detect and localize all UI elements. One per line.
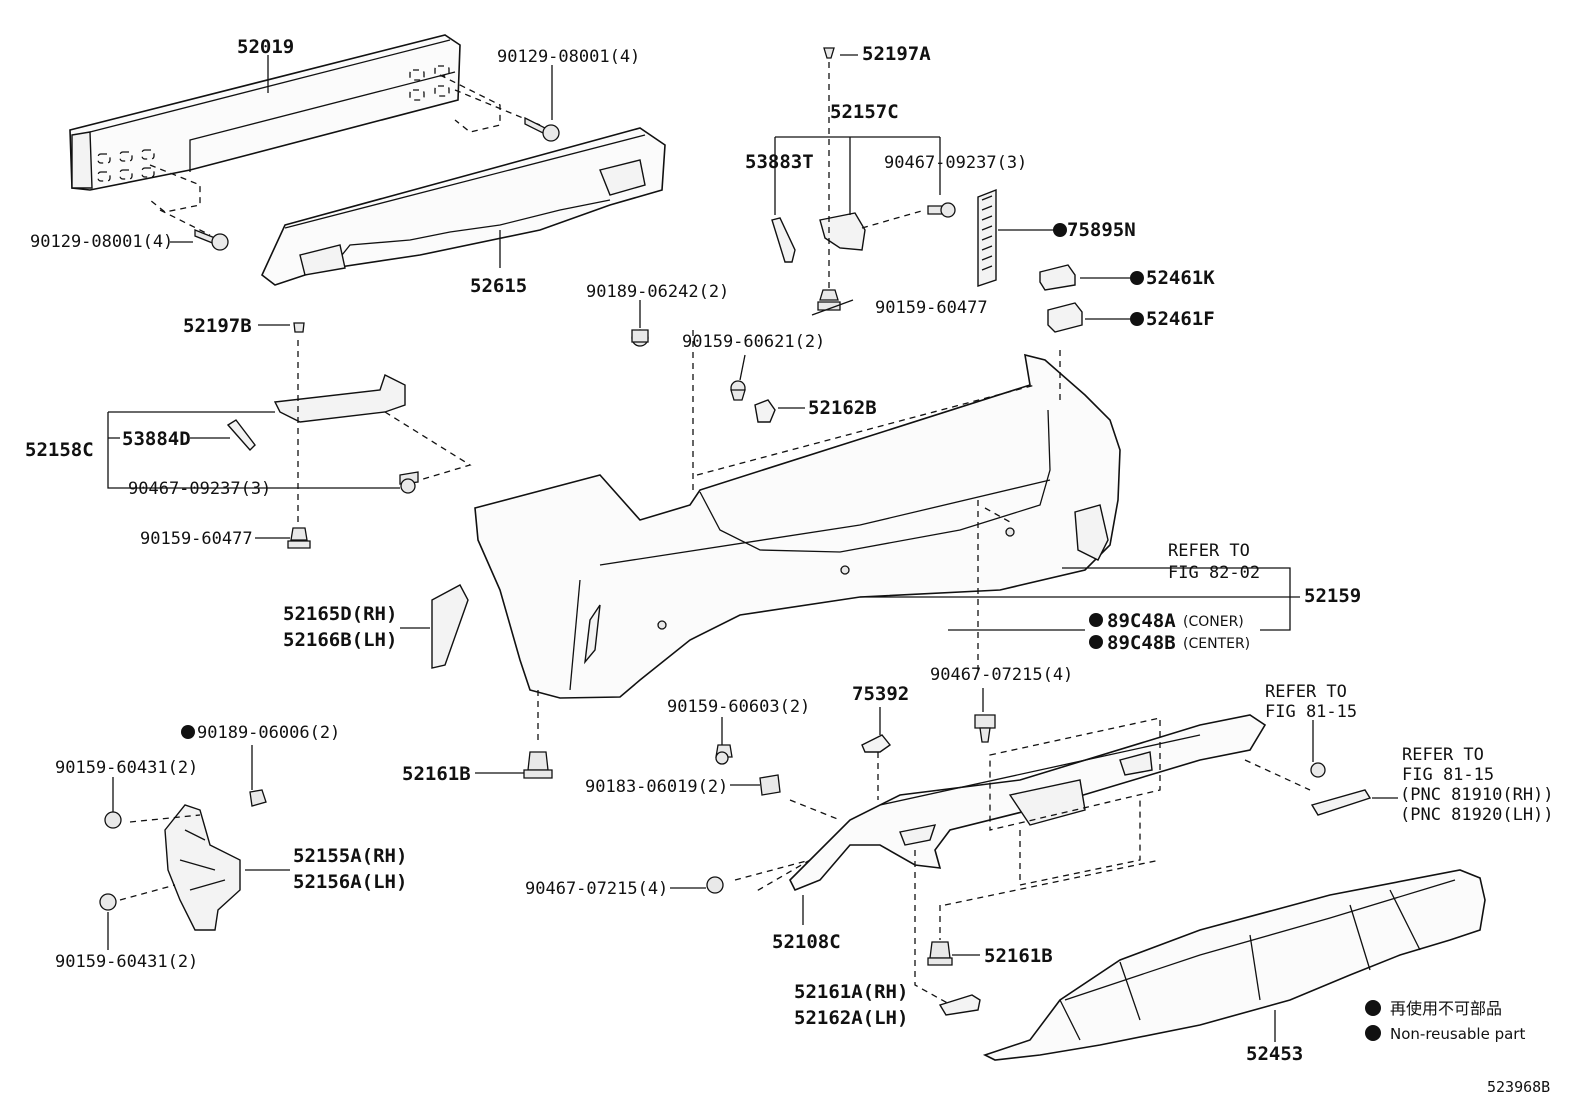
label-52615: 52615: [470, 275, 527, 297]
label-52197A: 52197A: [862, 43, 931, 65]
screw-90159-60621: [730, 380, 746, 401]
bolt-90129-left: [194, 229, 229, 251]
absorber-52615: [261, 127, 666, 286]
label-52162A: 52162A(LH): [794, 1007, 908, 1029]
label-53884D: 53884D: [122, 428, 191, 450]
label-52155A: 52155A(RH): [293, 845, 407, 867]
label-refer-81-side-4: (PNC 81920(LH)): [1400, 805, 1554, 825]
label-90467-07215-right: 90467-07215(4): [930, 665, 1073, 685]
label-90159-60477-left: 90159-60477: [140, 529, 253, 549]
label-refer-81-side-2: FIG 81-15: [1402, 765, 1494, 785]
label-refer-81-top-2: FIG 81-15: [1265, 702, 1357, 722]
label-refer-82-2: FIG 82-02: [1168, 563, 1260, 583]
legend-jp-text: 再使用不可部品: [1390, 999, 1502, 1018]
non-reusable-markers: [181, 223, 1381, 1041]
reflector-75895N: [977, 188, 997, 287]
bumper-cover-52159: [474, 330, 1121, 699]
clip-90189-06242: [631, 329, 649, 347]
label-52159: 52159: [1304, 585, 1361, 607]
label-52461F: 52461F: [1146, 308, 1215, 330]
part-labels: 52019 90129-08001(4) 90129-08001(4) 5261…: [25, 36, 1554, 1065]
label-52166B: 52166B(LH): [283, 629, 397, 651]
label-90189-06242: 90189-06242(2): [586, 282, 729, 302]
label-refer-82-1: REFER TO: [1168, 541, 1250, 561]
label-90467-09237-top: 90467-09237(3): [884, 153, 1027, 173]
label-89C48B-note: (CENTER): [1183, 636, 1250, 652]
label-52197B: 52197B: [183, 315, 252, 337]
legend: 再使用不可部品 Non-reusable part: [1390, 999, 1525, 1043]
label-52161B-left: 52161B: [402, 763, 471, 785]
label-52162B: 52162B: [808, 397, 877, 419]
label-52019: 52019: [237, 36, 294, 58]
lower-cover-52108C: [706, 714, 1372, 1016]
clip-52161B-left: [523, 690, 553, 779]
label-refer-81-side-1: REFER TO: [1402, 745, 1484, 765]
legend-dot-jp: [1365, 1000, 1381, 1016]
bolt-90129-top: [524, 116, 560, 142]
label-90159-60431-top: 90159-60431(2): [55, 758, 198, 778]
reflector-52165D: [431, 584, 469, 669]
retainer-52155A: [99, 789, 267, 931]
retainer-52157C: [771, 47, 956, 311]
label-90467-07215-left: 90467-07215(4): [525, 879, 668, 899]
label-75392: 75392: [852, 683, 909, 705]
label-90129-top: 90129-08001(4): [497, 47, 640, 67]
label-refer-81-top-1: REFER TO: [1265, 682, 1347, 702]
label-52156A: 52156A(LH): [293, 871, 407, 893]
label-52161B-right: 52161B: [984, 945, 1053, 967]
label-52108C: 52108C: [772, 931, 841, 953]
label-90189-06006: 90189-06006(2): [197, 723, 340, 743]
label-89C48B: 89C48B: [1107, 632, 1176, 654]
cap-52162B: [754, 399, 776, 423]
label-89C48A-note: (CONER): [1183, 614, 1244, 630]
legend-en-text: Non-reusable part: [1390, 1025, 1525, 1043]
label-90467-09237-left: 90467-09237(3): [128, 479, 271, 499]
label-52157C: 52157C: [830, 101, 899, 123]
label-90159-60431-bottom: 90159-60431(2): [55, 952, 198, 972]
label-52453: 52453: [1246, 1043, 1303, 1065]
label-90183-06019: 90183-06019(2): [585, 777, 728, 797]
label-90159-60621: 90159-60621(2): [682, 332, 825, 352]
label-52461K: 52461K: [1146, 267, 1215, 289]
diagram-id: 523968B: [1487, 1078, 1550, 1096]
diffuser-52453: [982, 869, 1486, 1061]
label-90159-60477-top: 90159-60477: [875, 298, 988, 318]
label-refer-81-side-3: (PNC 81910(RH)): [1400, 785, 1554, 805]
label-90159-60603: 90159-60603(2): [667, 697, 810, 717]
reinforcement-52019: [69, 34, 541, 236]
label-52158C: 52158C: [25, 439, 94, 461]
retainer-52158C: [226, 322, 472, 549]
pad-52461F: [1047, 302, 1083, 333]
label-52161A: 52161A(RH): [794, 981, 908, 1003]
label-90129-left: 90129-08001(4): [30, 232, 173, 252]
label-52165D: 52165D(RH): [283, 603, 397, 625]
legend-dot-en: [1365, 1025, 1381, 1041]
label-53883T: 53883T: [745, 151, 814, 173]
leader-lines: [107, 54, 1398, 1042]
label-75895N: 75895N: [1067, 219, 1136, 241]
label-89C48A: 89C48A: [1107, 610, 1176, 632]
pad-52461K: [1039, 264, 1076, 291]
